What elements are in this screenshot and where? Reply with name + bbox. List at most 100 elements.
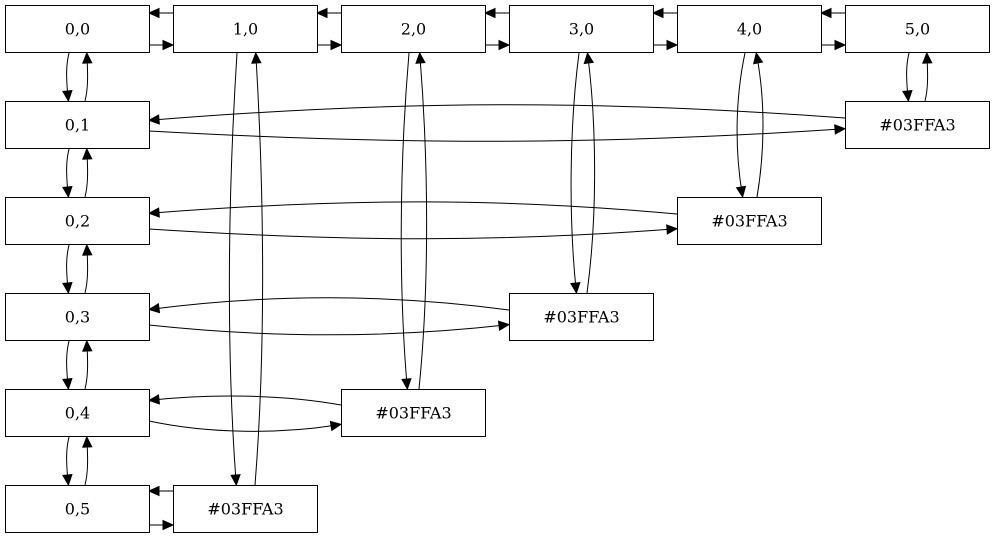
arrowhead-icon (82, 147, 93, 160)
node-n01: 0,1 (5, 101, 150, 149)
node-n40: 4,0 (677, 5, 822, 53)
arrowhead-icon (147, 394, 161, 405)
node-n02: 0,2 (5, 197, 150, 245)
arrowhead-icon (147, 302, 161, 314)
arrowhead-icon (82, 51, 93, 64)
node-label: #03FFA3 (375, 404, 451, 423)
edge-line (148, 324, 506, 336)
edge-n03-to-n02 (82, 243, 93, 294)
arrowhead-icon (570, 282, 581, 295)
edge-c3-to-n03 (147, 297, 510, 314)
edge-c4-to-n02 (147, 201, 678, 218)
edge-n30-to-n20 (483, 7, 509, 19)
node-label: 0,1 (65, 116, 90, 135)
arrowhead-icon (62, 186, 73, 199)
edge-line (152, 104, 846, 121)
node-box (5, 197, 150, 245)
edge-line (736, 52, 746, 194)
node-box (173, 5, 318, 53)
edge-line (66, 340, 70, 386)
arrowhead-icon (62, 378, 73, 391)
arrowhead-icon (62, 282, 73, 295)
edge-line (570, 52, 580, 290)
edge-line (66, 244, 70, 290)
arrowhead-icon (162, 39, 175, 51)
edge-line (84, 248, 89, 294)
arrowhead-icon (753, 51, 764, 65)
node-box (509, 293, 654, 341)
arrowhead-icon (902, 90, 913, 103)
node-label: #03FFA3 (543, 308, 619, 327)
edge-n04-to-n03 (82, 339, 93, 390)
arrowhead-icon (498, 39, 511, 51)
edge-n01-to-n02 (62, 148, 73, 199)
edge-c2-to-n20 (415, 51, 428, 390)
edge-n01-to-n00 (82, 51, 93, 102)
edge-n05-to-c1 (149, 519, 175, 531)
edge-n02-to-n03 (62, 244, 73, 295)
node-label: 0,4 (65, 404, 90, 423)
arrowhead-icon (251, 51, 262, 64)
edge-n02-to-n01 (82, 147, 93, 198)
node-box (341, 5, 486, 53)
node-n05: 0,5 (5, 485, 150, 533)
arrowhead-icon (162, 519, 175, 531)
edge-line (228, 52, 238, 482)
edge-n00-to-n01 (62, 52, 73, 103)
edge-c5-to-n01 (147, 104, 846, 125)
edge-line (148, 128, 842, 142)
edge-line (152, 297, 510, 311)
edge-line (84, 344, 89, 390)
node-label: 0,2 (65, 212, 90, 231)
arrowhead-icon (922, 51, 933, 64)
edge-line (148, 420, 338, 432)
edge-line (586, 56, 596, 294)
node-label: 3,0 (569, 20, 594, 39)
node-box (5, 293, 150, 341)
node-n50: 5,0 (845, 5, 990, 53)
arrowhead-icon (819, 7, 832, 19)
edge-n30-to-n40 (653, 39, 679, 51)
edge-line (254, 56, 264, 486)
edge-n10-to-c1 (228, 52, 241, 487)
edge-n01-to-c5 (148, 124, 847, 142)
edge-n02-to-c4 (148, 224, 679, 240)
node-c5: #03FFA3 (845, 101, 990, 149)
edge-n40-to-n50 (821, 39, 847, 51)
edge-c1-to-n05 (147, 485, 173, 497)
arrowhead-icon (401, 378, 412, 391)
node-box (845, 101, 990, 149)
edge-n20-to-n10 (315, 7, 341, 19)
arrowhead-icon (230, 474, 241, 487)
arrowhead-icon (147, 7, 160, 19)
arrowhead-icon (735, 185, 747, 199)
edge-c2-to-n04 (147, 394, 342, 406)
edge-n20-to-c2 (400, 52, 412, 391)
edge-n00-to-n10 (149, 39, 175, 51)
arrowhead-icon (315, 7, 328, 19)
edges-group (62, 7, 933, 531)
node-box (509, 5, 654, 53)
edge-line (756, 56, 764, 198)
edge-n10-to-n00 (147, 7, 173, 19)
edge-line (84, 152, 89, 198)
node-n30: 3,0 (509, 5, 654, 53)
edge-line (906, 52, 910, 98)
arrowhead-icon (834, 124, 847, 135)
edge-line (84, 56, 89, 102)
edge-line (924, 56, 929, 102)
node-c1: #03FFA3 (173, 485, 318, 533)
edge-line (418, 56, 428, 390)
node-label: 0,3 (65, 308, 90, 327)
edge-n40-to-n30 (651, 7, 677, 19)
node-n04: 0,4 (5, 389, 150, 437)
edge-n50-to-n40 (819, 7, 845, 19)
node-box (341, 389, 486, 437)
edge-c1-to-n10 (251, 51, 264, 486)
arrowhead-icon (497, 320, 511, 331)
edge-line (148, 228, 674, 240)
node-box (845, 5, 990, 53)
edge-c3-to-n30 (583, 51, 596, 294)
